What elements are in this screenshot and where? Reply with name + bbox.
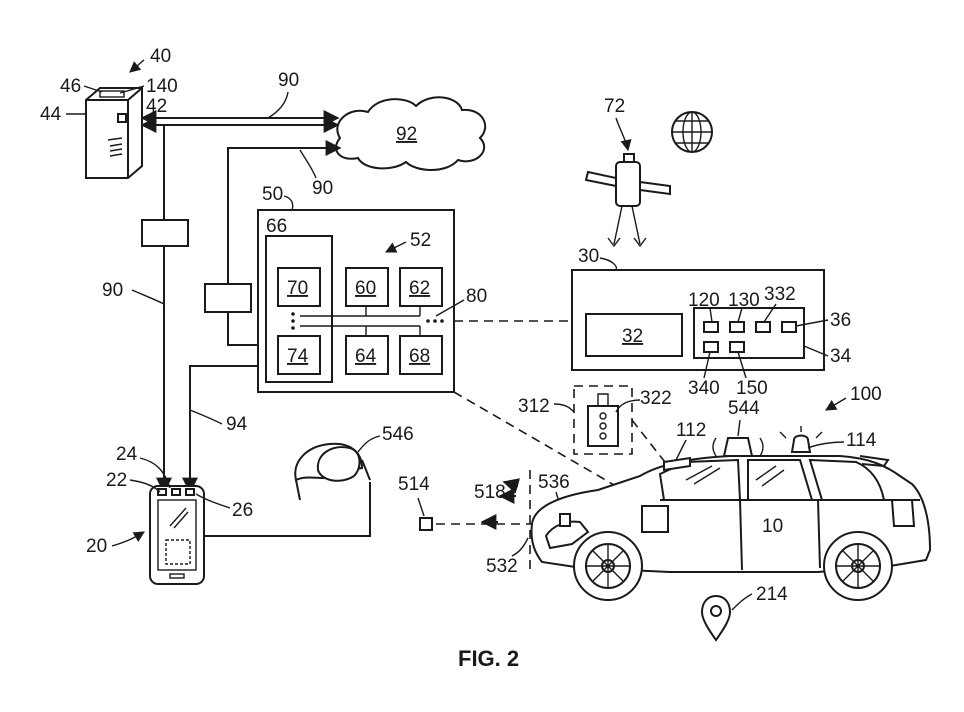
ref-32: 32 — [622, 326, 643, 347]
ref-60: 60 — [355, 278, 376, 299]
server-40 — [85, 87, 143, 179]
cloud-92 — [335, 96, 487, 171]
ref-312: 312 — [518, 396, 550, 417]
ref-44: 44 — [40, 104, 62, 125]
ref-22: 22 — [106, 470, 127, 491]
relay-box-left — [141, 219, 189, 247]
ref-90b: 90 — [312, 178, 333, 199]
globe-icon — [671, 111, 713, 153]
ref-536: 536 — [538, 472, 570, 493]
module-68 — [399, 335, 443, 375]
satellite-72 — [584, 153, 671, 248]
ref-80: 80 — [466, 286, 487, 307]
ref-514: 514 — [398, 474, 430, 495]
ref-92: 92 — [396, 124, 417, 145]
ref-34: 34 — [830, 346, 852, 367]
ref-150: 150 — [736, 378, 768, 399]
ref-140: 140 — [146, 76, 178, 97]
port-120 — [703, 321, 719, 333]
target-514 — [419, 517, 433, 531]
ref-26: 26 — [232, 500, 253, 521]
ref-90c: 90 — [102, 280, 123, 301]
module-70 — [277, 267, 321, 307]
module-64 — [345, 335, 389, 375]
ref-42: 42 — [146, 96, 167, 117]
ref-66: 66 — [266, 216, 287, 237]
ref-50: 50 — [262, 184, 283, 205]
port-332 — [755, 321, 771, 333]
smart-glasses-546 — [294, 442, 371, 501]
port-130 — [729, 321, 745, 333]
ref-120: 120 — [688, 290, 720, 311]
processor-32 — [585, 313, 683, 357]
module-60 — [345, 267, 389, 307]
ref-24: 24 — [116, 444, 138, 465]
ref-114: 114 — [846, 430, 877, 451]
phone-20 — [149, 485, 205, 585]
ref-130: 130 — [728, 290, 760, 311]
ref-64: 64 — [355, 346, 377, 367]
ref-20: 20 — [86, 536, 107, 557]
ref-62: 62 — [409, 278, 430, 299]
ref-74: 74 — [287, 346, 309, 367]
ref-40: 40 — [150, 46, 171, 67]
ref-112: 112 — [676, 420, 706, 441]
ref-10: 10 — [762, 516, 783, 537]
vehicle-10 — [530, 426, 932, 601]
ref-68: 68 — [409, 346, 430, 367]
ref-72: 72 — [604, 96, 625, 117]
ref-322: 322 — [640, 388, 672, 409]
ref-518: 518 — [474, 482, 506, 503]
ref-30: 30 — [578, 246, 599, 267]
port-36 — [781, 321, 797, 333]
ref-214: 214 — [756, 584, 788, 605]
module-74 — [277, 335, 321, 375]
ref-94: 94 — [226, 414, 248, 435]
relay-box-upper — [204, 283, 252, 313]
ref-36: 36 — [830, 310, 851, 331]
ref-544: 544 — [728, 398, 760, 419]
ref-100: 100 — [850, 384, 882, 405]
ref-90a: 90 — [278, 70, 299, 91]
module-62 — [399, 267, 443, 307]
ref-52: 52 — [410, 230, 431, 251]
ref-70: 70 — [287, 278, 308, 299]
location-pin-icon — [700, 594, 732, 642]
port-150 — [729, 341, 745, 353]
ref-332: 332 — [764, 284, 796, 305]
port-340 — [703, 341, 719, 353]
figure-caption: FIG. 2 — [458, 646, 519, 671]
ref-46: 46 — [60, 76, 81, 97]
bus-80 — [291, 306, 444, 336]
ref-532: 532 — [486, 556, 518, 577]
sensor-322 — [587, 405, 619, 447]
ref-340: 340 — [688, 378, 720, 399]
ref-546: 546 — [382, 424, 414, 445]
